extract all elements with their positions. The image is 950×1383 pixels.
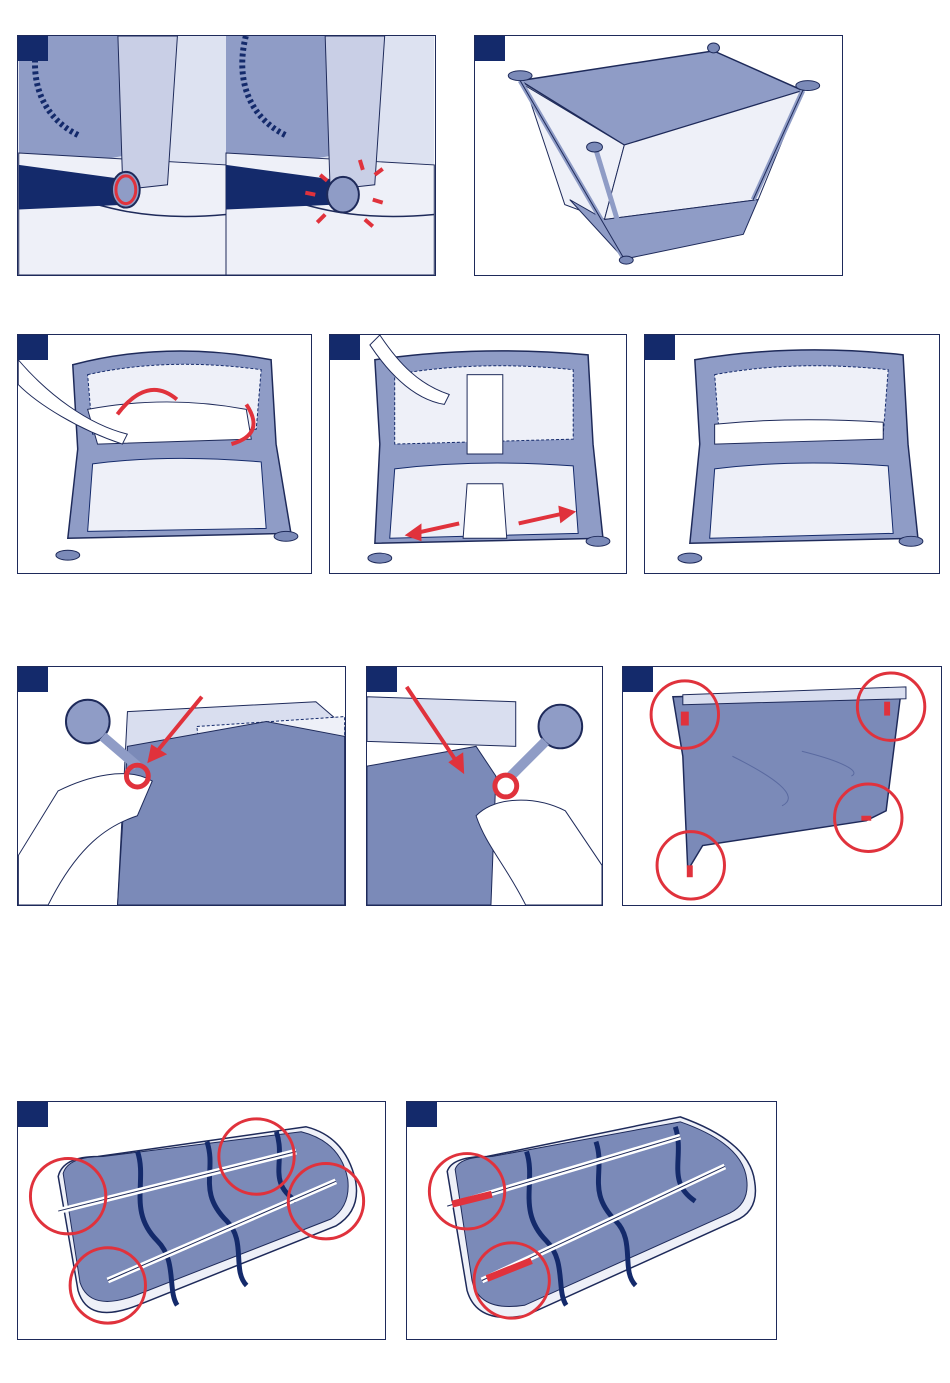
leg-lock-illustration (18, 36, 435, 275)
panel-bassinet-complete (644, 334, 940, 574)
step-tab (330, 335, 360, 360)
panel-mattress-bars-lock (406, 1101, 777, 1340)
step-tab (645, 335, 675, 360)
step-tab (407, 1102, 437, 1127)
step-tab (18, 1102, 48, 1127)
step-tab (18, 36, 48, 61)
bassinet-complete-illustration (645, 335, 939, 573)
mattress-insert-illustration (18, 335, 311, 573)
panel-frame-open (474, 35, 843, 276)
red-ring-icon (495, 775, 517, 797)
step-tab (367, 667, 397, 692)
mattress-unfold-illustration (330, 335, 626, 573)
panel-mattress-bars (17, 1101, 386, 1340)
step-tab (475, 36, 505, 61)
mattress-bars-lock-illustration (407, 1102, 776, 1339)
panel-clip-right (366, 666, 603, 906)
leg-lock-after (226, 36, 434, 275)
frame-open-illustration (475, 36, 842, 275)
clip-left-illustration (18, 667, 345, 905)
panel-clip-left (17, 666, 346, 906)
step-tab (623, 667, 653, 692)
panel-leg-lock (17, 35, 436, 276)
panel-mattress-unfold (329, 334, 627, 574)
leg-lock-before (19, 36, 226, 275)
panel-fabric-corners (622, 666, 942, 906)
panel-mattress-insert (17, 334, 312, 574)
step-tab (18, 335, 48, 360)
mattress-bars-illustration (18, 1102, 385, 1339)
step-tab (18, 667, 48, 692)
fabric-corners-illustration (623, 667, 941, 905)
clip-right-illustration (367, 667, 602, 905)
